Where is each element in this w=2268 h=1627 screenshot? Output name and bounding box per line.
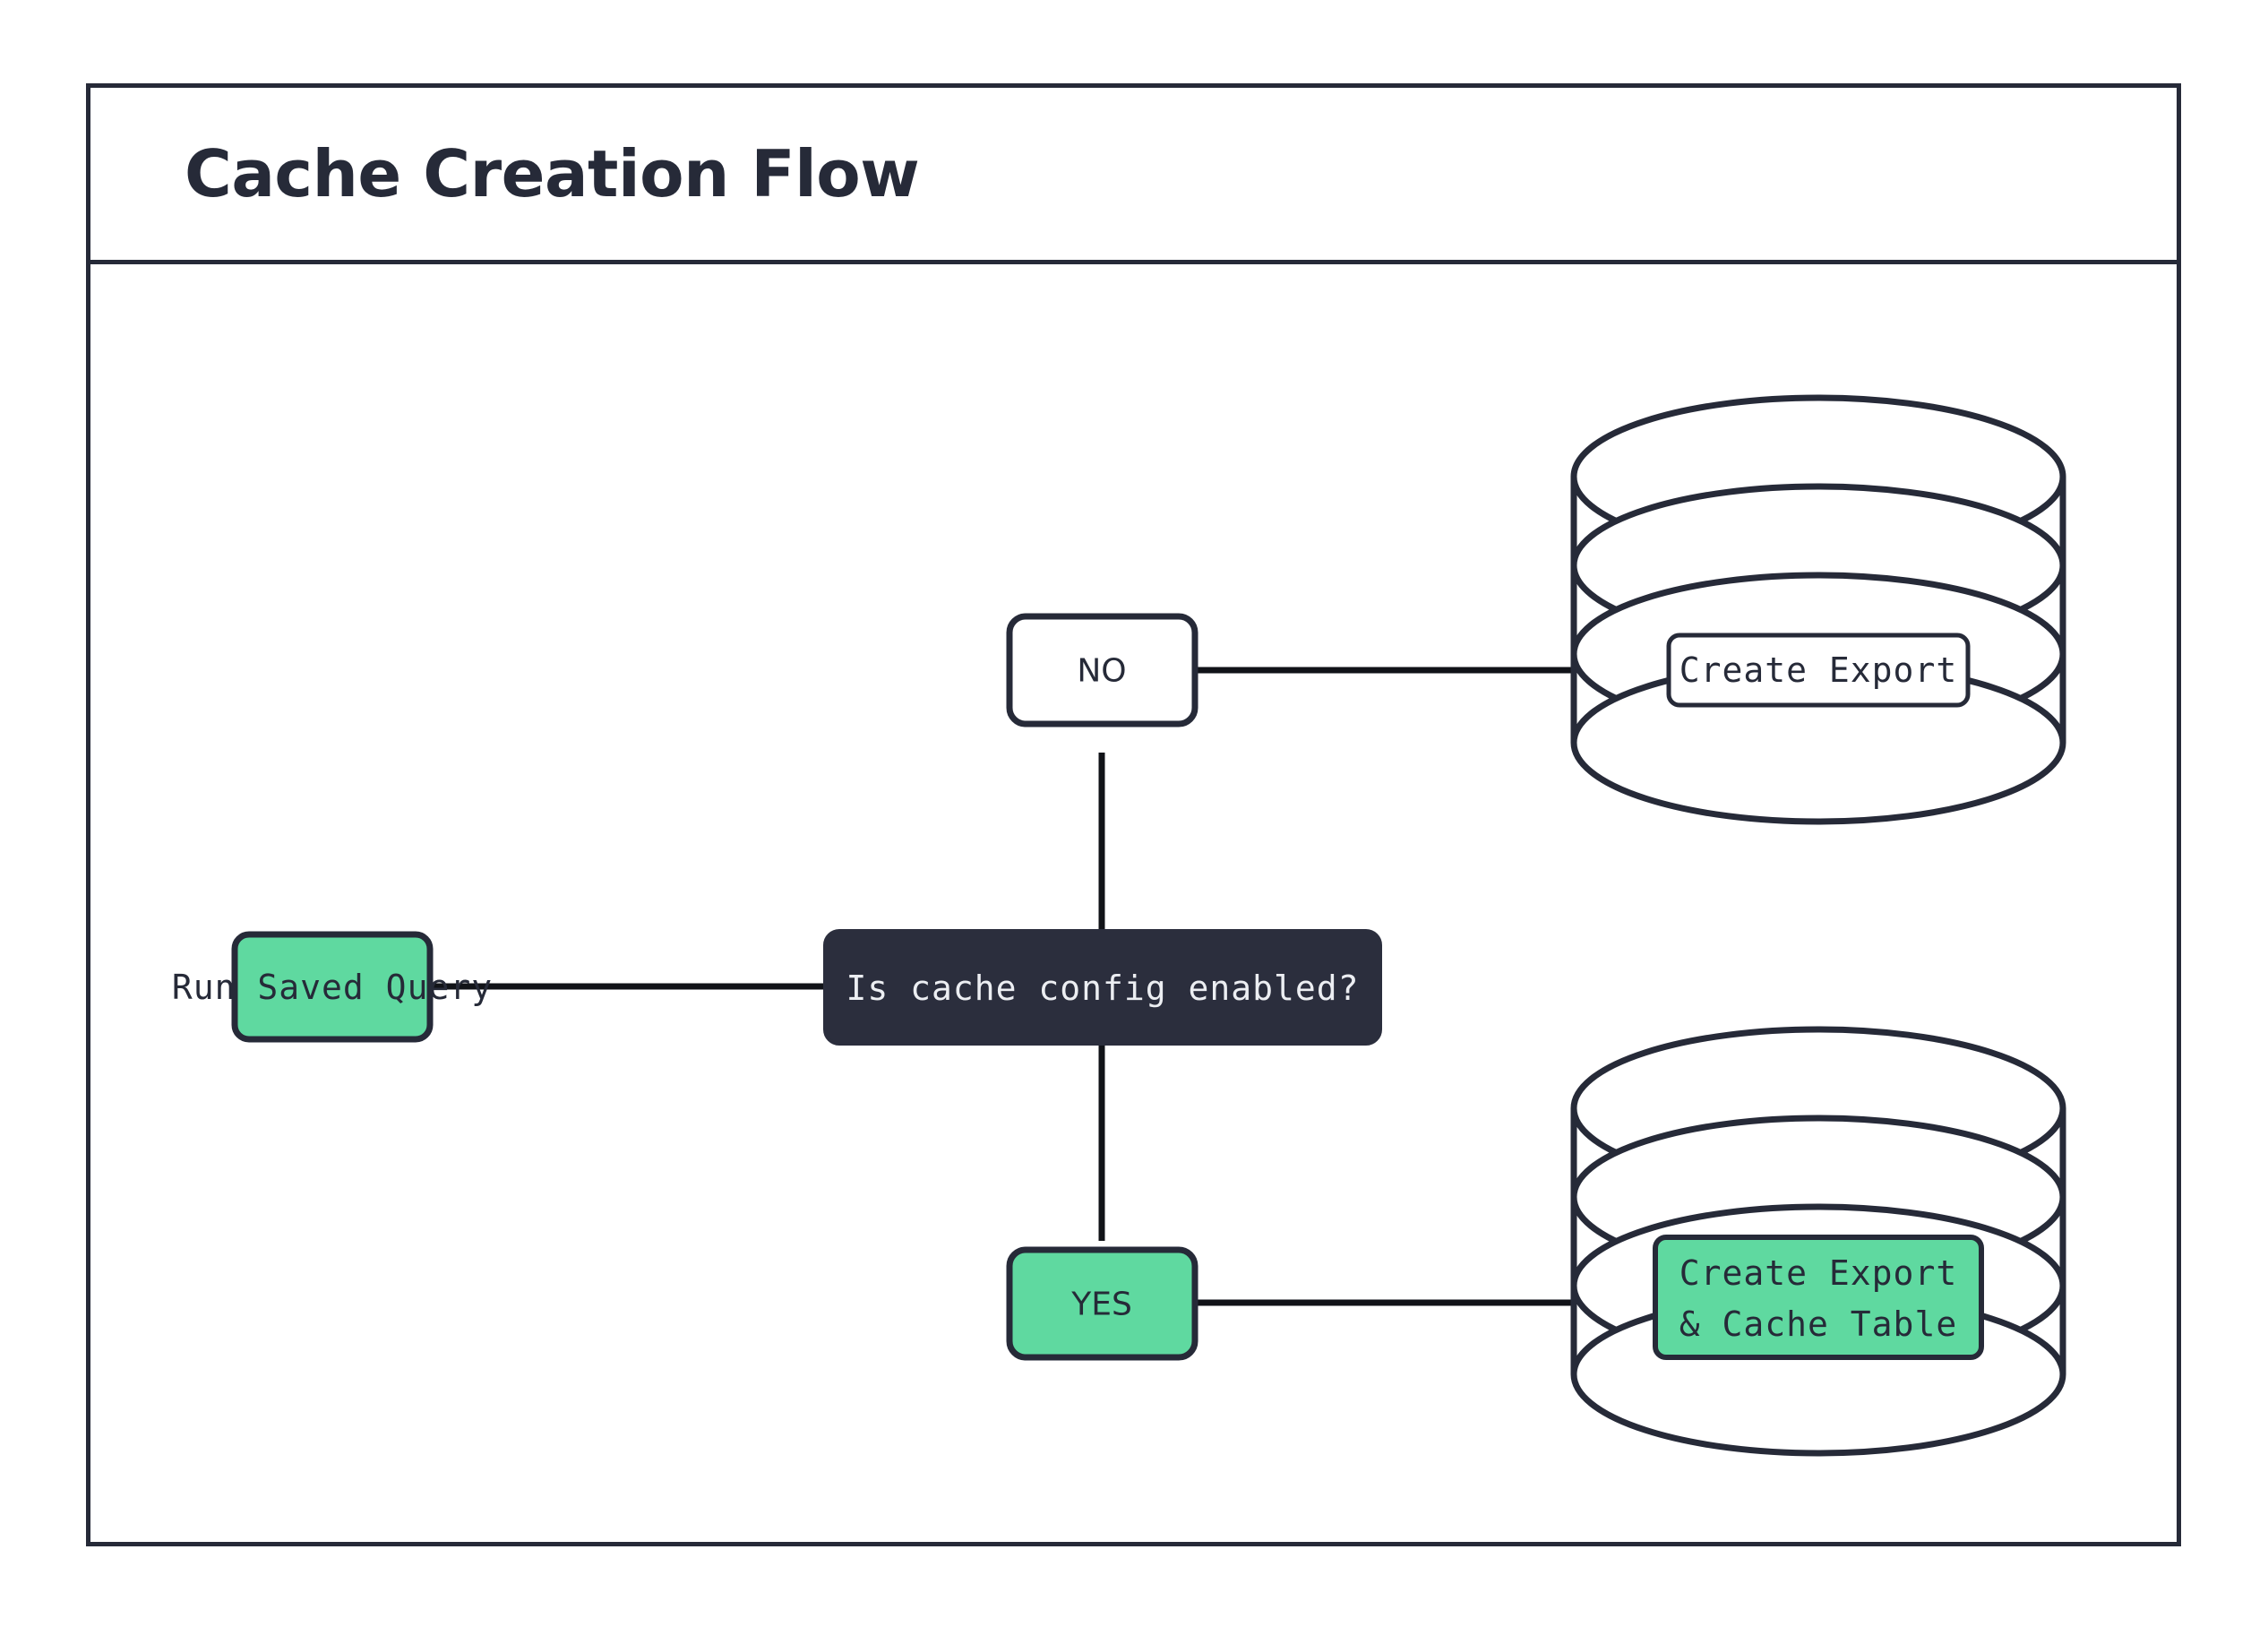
db-top-label-box xyxy=(1666,633,1971,708)
page-title: Cache Creation Flow xyxy=(185,136,920,211)
diagram-frame: Cache Creation Flow xyxy=(86,83,2181,1546)
run-saved-query-label: Run Saved Query xyxy=(172,968,493,1007)
run-saved-query-box xyxy=(231,931,434,1043)
node-run-saved-query[interactable]: Run Saved Query xyxy=(172,931,493,1043)
branch-no-label: NO xyxy=(1077,653,1126,690)
database-cylinder-bottom[interactable]: Create Export & Cache Table xyxy=(1570,1026,2066,1457)
diagram-title-bar: Cache Creation Flow xyxy=(90,88,2177,264)
db-bottom-label-line1: Create Export xyxy=(1680,1253,1957,1293)
decision-box xyxy=(823,929,1382,1046)
db-top-label: Create Export xyxy=(1680,650,1957,690)
db-bottom-label-line2: & Cache Table xyxy=(1680,1304,1957,1344)
db-bottom-label-box xyxy=(1653,1235,1984,1360)
branch-no-box xyxy=(1006,613,1198,727)
decision-label: Is cache config enabled? xyxy=(846,968,1359,1008)
edge-layer xyxy=(428,667,1574,1306)
node-branch-no[interactable]: NO xyxy=(1006,613,1198,727)
database-cylinder-top[interactable]: Create Export xyxy=(1570,394,2066,825)
diagram-canvas: Create Export Create Export & Cache Tabl… xyxy=(90,264,2177,1542)
branch-yes-label: YES xyxy=(1070,1287,1132,1323)
node-branch-yes[interactable]: YES xyxy=(1006,1246,1198,1361)
branch-yes-box xyxy=(1006,1246,1198,1361)
node-decision[interactable]: Is cache config enabled? xyxy=(823,929,1382,1046)
flowchart-svg: Create Export Create Export & Cache Tabl… xyxy=(172,394,2066,1457)
